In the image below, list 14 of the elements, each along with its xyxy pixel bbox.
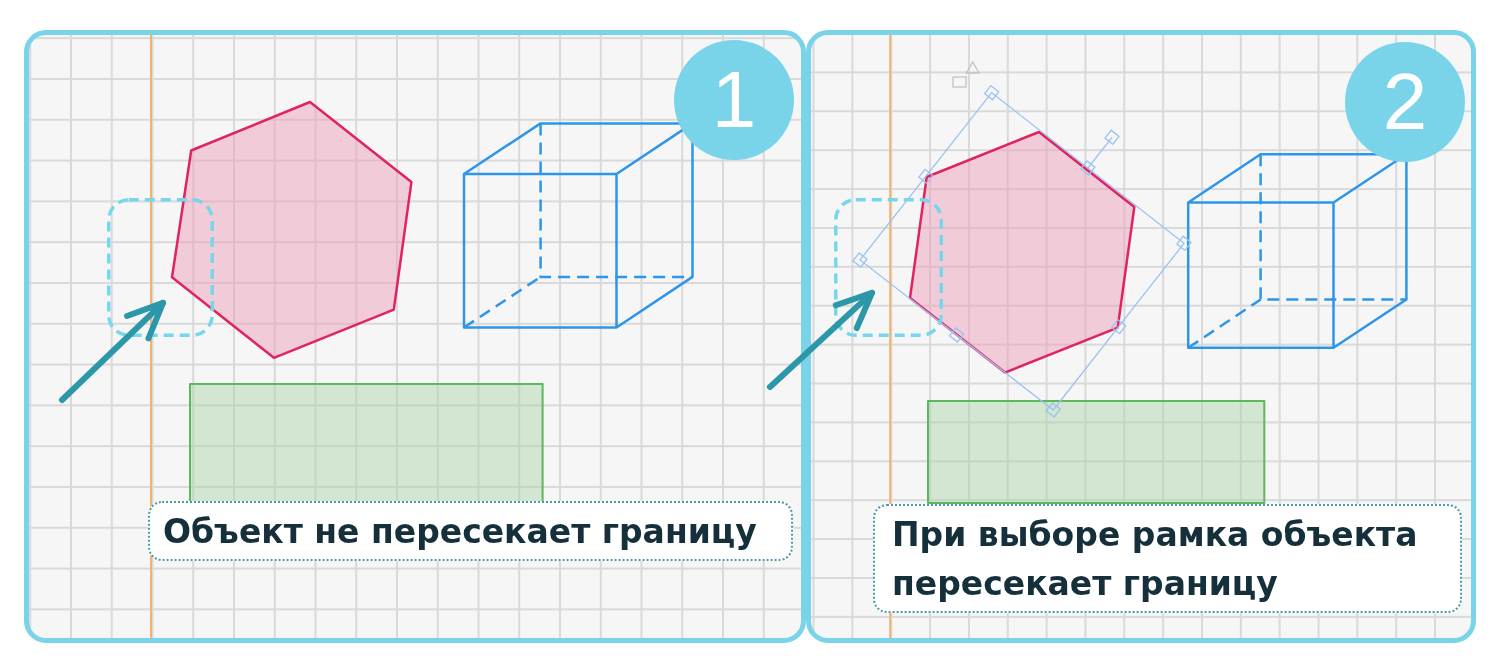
rectangle-shape [926, 400, 1265, 504]
pointer-arrow [767, 289, 875, 390]
hexagon-shape [908, 129, 1137, 375]
panel-frame [24, 30, 806, 643]
highlight-frame [107, 198, 214, 337]
pointer-arrow [59, 299, 166, 403]
hexagon-shape [170, 99, 414, 360]
highlight-frame [834, 198, 943, 337]
step-number: 2 [1345, 42, 1465, 162]
panel-frame [806, 30, 1476, 643]
step-number: 1 [674, 40, 794, 160]
rectangle-shape [189, 383, 544, 504]
caption-box: Объект не пересекает границу [148, 501, 793, 561]
caption-box: При выборе рамка объекта пересекает границу [873, 504, 1462, 613]
